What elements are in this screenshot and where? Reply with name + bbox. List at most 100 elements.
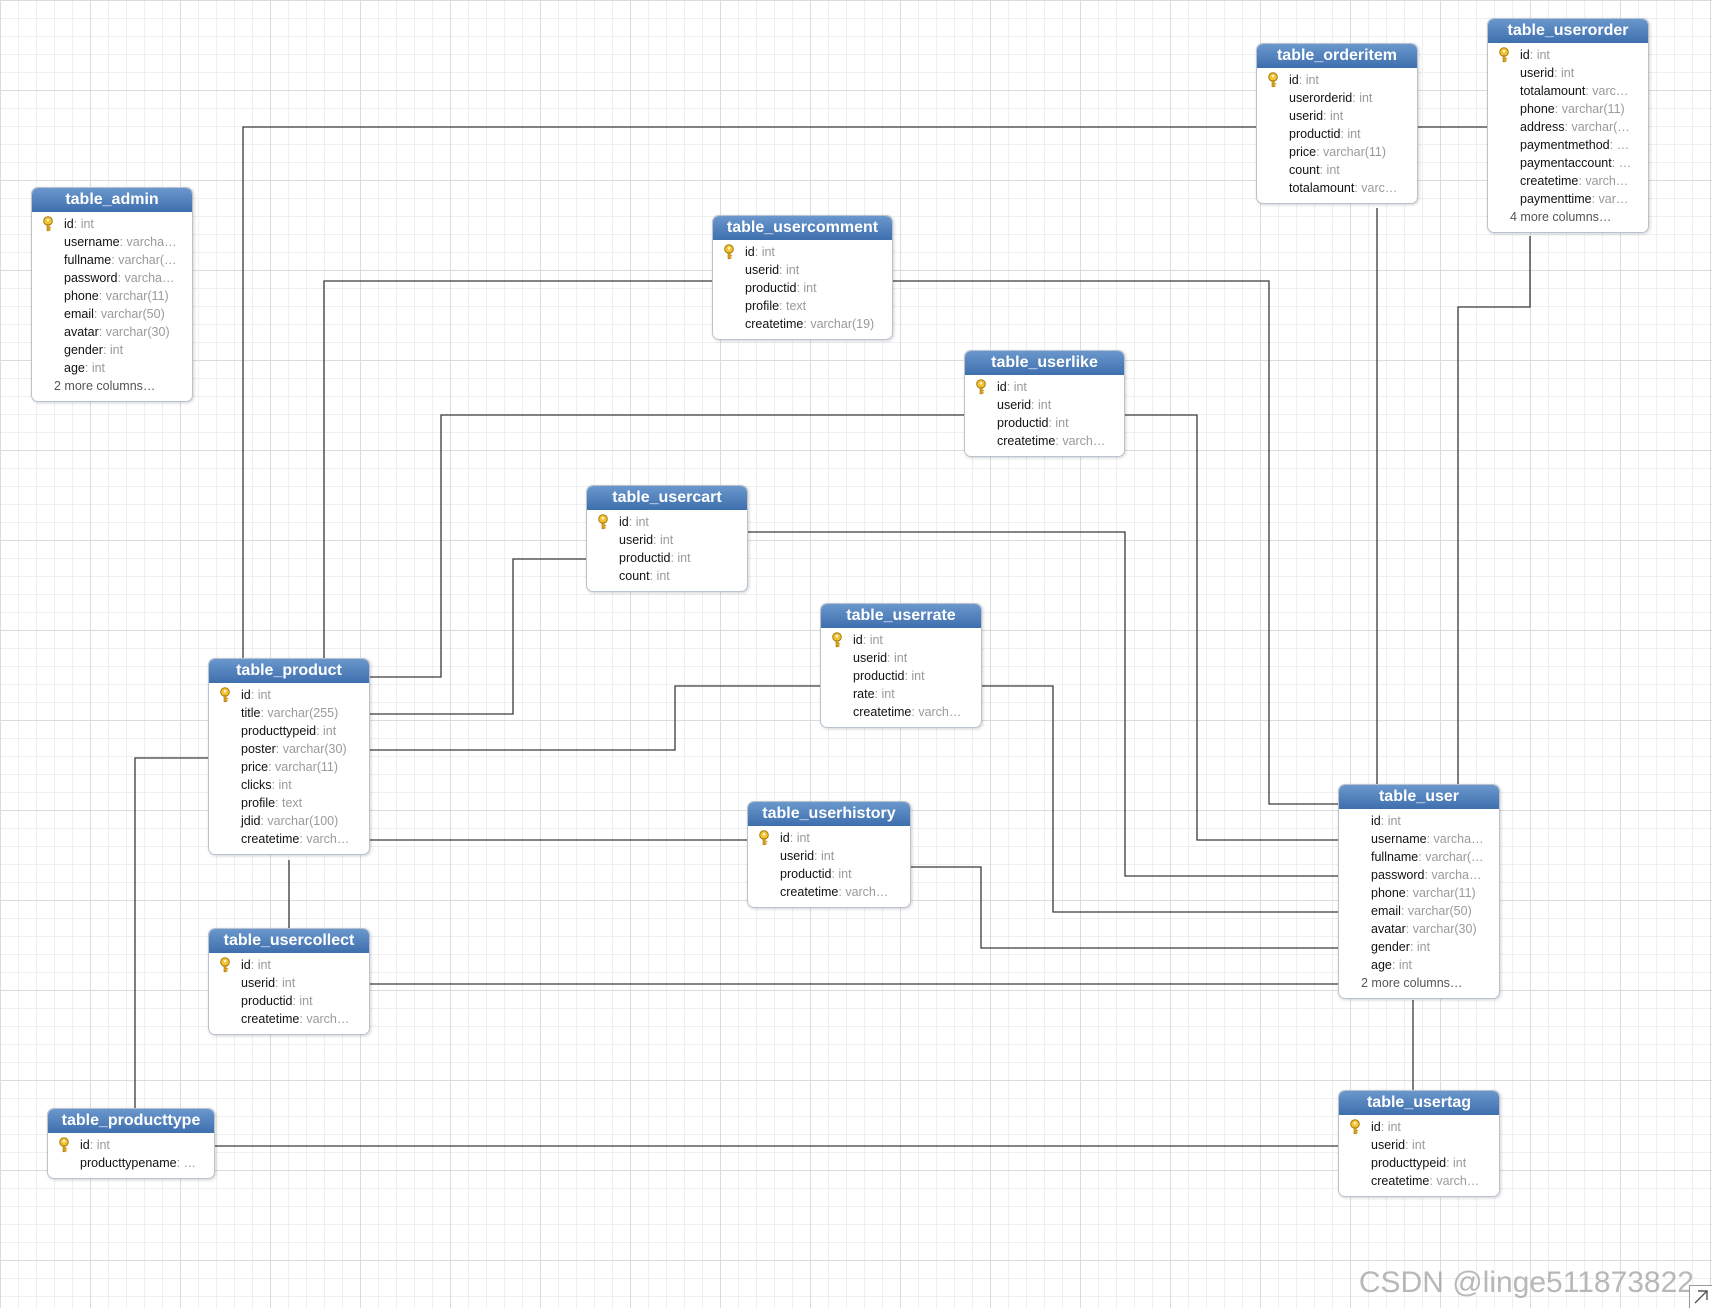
column-row[interactable]: profile: text <box>713 297 892 315</box>
column-row[interactable]: title: varchar(255) <box>209 704 369 722</box>
rel-product-usercomment[interactable] <box>323 280 712 658</box>
column-row[interactable]: userid: int <box>821 649 981 667</box>
table-title[interactable]: table_usercollect <box>209 929 369 953</box>
column-row[interactable]: profile: text <box>209 794 369 812</box>
column-row[interactable]: username: varcha… <box>1339 830 1499 848</box>
column-row[interactable]: paymentaccount: … <box>1488 154 1648 172</box>
column-row[interactable]: paymenttime: var… <box>1488 190 1648 208</box>
rel-user-userlike[interactable] <box>1123 414 1338 841</box>
column-row[interactable]: rate: int <box>821 685 981 703</box>
table-title[interactable]: table_usercomment <box>713 216 892 240</box>
column-row[interactable]: gender: int <box>1339 938 1499 956</box>
column-row[interactable]: productid: int <box>209 992 369 1010</box>
column-row[interactable]: productid: int <box>821 667 981 685</box>
column-row[interactable]: paymentmethod: … <box>1488 136 1648 154</box>
column-row[interactable]: phone: varchar(11) <box>1488 100 1648 118</box>
table-title[interactable]: table_usertag <box>1339 1091 1499 1115</box>
column-row[interactable]: userid: int <box>1339 1136 1499 1154</box>
column-row[interactable]: producttypename: … <box>48 1154 214 1172</box>
column-row[interactable]: productid: int <box>1257 125 1417 143</box>
column-row[interactable]: userid: int <box>209 974 369 992</box>
rel-product-userlike[interactable] <box>368 414 964 678</box>
column-row[interactable]: createtime: varch… <box>748 883 910 901</box>
table-title[interactable]: table_user <box>1339 785 1499 809</box>
more-columns-link[interactable]: 2 more columns… <box>54 379 156 393</box>
column-row[interactable]: count: int <box>1257 161 1417 179</box>
column-row[interactable]: id: int <box>748 829 910 847</box>
column-row[interactable]: userid: int <box>965 396 1124 414</box>
column-row[interactable]: price: varchar(11) <box>209 758 369 776</box>
table-title[interactable]: table_product <box>209 659 369 683</box>
column-row[interactable]: totalamount: varc… <box>1257 179 1417 197</box>
table-title[interactable]: table_orderitem <box>1257 44 1417 68</box>
column-row[interactable]: avatar: varchar(30) <box>1339 920 1499 938</box>
column-row[interactable]: userid: int <box>1257 107 1417 125</box>
column-row[interactable]: createtime: varch… <box>965 432 1124 450</box>
column-row[interactable]: id: int <box>32 215 192 233</box>
column-row[interactable]: productid: int <box>965 414 1124 432</box>
rel-user-userorder[interactable] <box>1457 236 1531 784</box>
table-title[interactable]: table_userlike <box>965 351 1124 375</box>
column-row[interactable]: id: int <box>1488 46 1648 64</box>
table-title[interactable]: table_admin <box>32 188 192 212</box>
column-row[interactable]: jdid: varchar(100) <box>209 812 369 830</box>
column-row[interactable]: productid: int <box>587 549 747 567</box>
column-row[interactable]: address: varchar(… <box>1488 118 1648 136</box>
column-row[interactable]: id: int <box>1257 71 1417 89</box>
column-row[interactable]: password: varcha… <box>32 269 192 287</box>
column-row[interactable]: createtime: varch… <box>1339 1172 1499 1190</box>
column-row[interactable]: totalamount: varc… <box>1488 82 1648 100</box>
column-row[interactable]: userid: int <box>748 847 910 865</box>
column-row[interactable]: userid: int <box>587 531 747 549</box>
rel-user-userrate[interactable] <box>980 685 1338 913</box>
column-row[interactable]: id: int <box>713 243 892 261</box>
column-row[interactable]: createtime: varch… <box>209 1010 369 1028</box>
column-row[interactable]: id: int <box>209 686 369 704</box>
column-row[interactable]: productid: int <box>713 279 892 297</box>
table-title[interactable]: table_userorder <box>1488 19 1648 43</box>
column-row[interactable]: id: int <box>209 956 369 974</box>
column-row[interactable]: producttypeid: int <box>209 722 369 740</box>
column-row[interactable]: fullname: varchar(… <box>1339 848 1499 866</box>
table-title[interactable]: table_usercart <box>587 486 747 510</box>
table-title[interactable]: table_producttype <box>48 1109 214 1133</box>
column-row[interactable]: phone: varchar(11) <box>32 287 192 305</box>
more-columns-link[interactable]: 2 more columns… <box>1361 976 1463 990</box>
column-row[interactable]: id: int <box>821 631 981 649</box>
column-row[interactable]: userid: int <box>713 261 892 279</box>
rel-user-userhistory[interactable] <box>909 866 1338 949</box>
column-row[interactable]: age: int <box>1339 956 1499 974</box>
rel-product-orderitem[interactable] <box>242 126 1256 658</box>
rel-user-usercart[interactable] <box>746 531 1338 877</box>
table-title[interactable]: table_userrate <box>821 604 981 628</box>
column-row[interactable]: fullname: varchar(… <box>32 251 192 269</box>
column-row[interactable]: producttypeid: int <box>1339 1154 1499 1172</box>
column-row[interactable]: createtime: varch… <box>1488 172 1648 190</box>
column-row[interactable]: id: int <box>1339 812 1499 830</box>
rel-product-usercart[interactable] <box>368 558 586 715</box>
column-row[interactable]: count: int <box>587 567 747 585</box>
column-row[interactable]: userid: int <box>1488 64 1648 82</box>
column-row[interactable]: email: varchar(50) <box>32 305 192 323</box>
column-row[interactable]: password: varcha… <box>1339 866 1499 884</box>
column-row[interactable]: gender: int <box>32 341 192 359</box>
column-row[interactable]: age: int <box>32 359 192 377</box>
rel-product-userrate[interactable] <box>368 685 820 751</box>
column-row[interactable]: poster: varchar(30) <box>209 740 369 758</box>
column-row[interactable]: createtime: varch… <box>209 830 369 848</box>
column-row[interactable]: id: int <box>1339 1118 1499 1136</box>
column-row[interactable]: createtime: varch… <box>821 703 981 721</box>
column-row[interactable]: userorderid: int <box>1257 89 1417 107</box>
column-row[interactable]: createtime: varchar(19) <box>713 315 892 333</box>
